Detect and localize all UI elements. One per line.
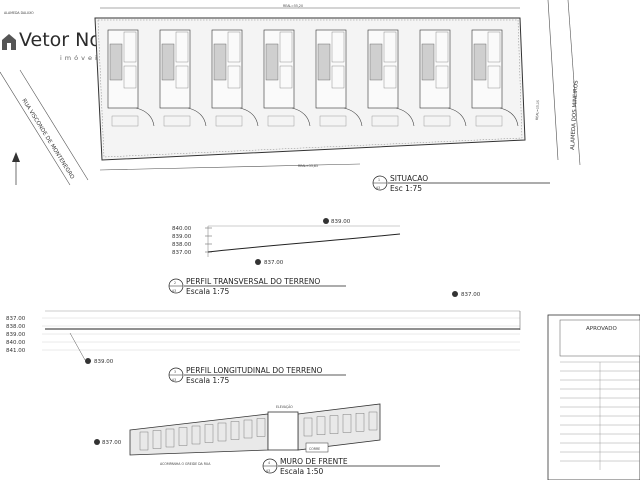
gate (267, 411, 299, 451)
section-tag: 3A3 PERFIL LONGITUDINAL DO TERRENOEscala … (168, 366, 346, 385)
svg-text:839.00: 839.00 (94, 359, 114, 365)
level-label: 838.00 (172, 242, 192, 248)
north-arrow-icon (12, 152, 20, 185)
section-sheet: A3 (172, 289, 176, 293)
wall-bottom-label: ACOMPANHA O GREIDE DA RUA (160, 462, 211, 466)
level-label: 839.00 (172, 234, 192, 240)
housing-unit (367, 29, 415, 127)
brand-tagline: imóveis (60, 54, 106, 62)
section-number: 1 (378, 178, 380, 182)
level-label: 839.00 (6, 332, 26, 338)
level-label: 838.00 (6, 324, 26, 330)
housing-unit (471, 29, 519, 127)
street-left-label: RUA VISCONDE DE MONTENEGRO (20, 98, 75, 181)
housing-unit (315, 29, 363, 127)
longitudinal-profile: 837.00 838.00 839.00 840.00 841.00 837.00 83… (6, 291, 521, 365)
level-label: 840.00 (6, 340, 26, 346)
top-measure: REAL=55,20 (283, 4, 303, 8)
housing-units (107, 29, 519, 127)
house-icon (2, 34, 16, 50)
title-block: APROVADO (547, 314, 640, 480)
bottom-measure: REAL=53,85 (298, 164, 318, 168)
corner-label: ALAMEDA DALUXO (4, 11, 34, 15)
section-sheet: A3 (376, 186, 380, 190)
svg-text:837.00: 837.00 (102, 440, 122, 446)
housing-unit (263, 29, 311, 127)
level-label: 841.00 (6, 348, 26, 354)
housing-unit (211, 29, 259, 127)
street-right-label: ALAMEDA DOS MINEIROS (570, 80, 580, 150)
side-measure: REAL=15,15 (535, 100, 540, 120)
housing-unit (159, 29, 207, 127)
terrain-line-transversal (207, 233, 401, 253)
section-scale: Escala 1:75 (186, 376, 229, 385)
site-plan: REAL=55,20 REAL=53,85 RUA VISCONDE DE MO… (0, 0, 581, 186)
level-marker-low: 837.00 (255, 259, 284, 266)
approved-label: APROVADO (586, 326, 618, 332)
level-label: 837.00 (6, 316, 26, 322)
section-number: 3 (174, 370, 176, 374)
front-wall-elevation: ELEVAÇÃO CORRE ACOMPANHA O GREIDE DA RUA… (94, 403, 381, 466)
section-scale: Escala 1:75 (186, 287, 229, 296)
gate-label: CORRE (309, 447, 320, 451)
level-label: 840.00 (172, 226, 192, 232)
svg-text:837.00: 837.00 (264, 260, 284, 266)
housing-unit (107, 29, 155, 127)
transversal-profile: 840.00 839.00 838.00 837.00 839.00 837.00 (172, 218, 401, 266)
housing-unit (419, 29, 467, 127)
level-label: 837.00 (172, 250, 192, 256)
section-scale: Esc 1:75 (390, 184, 422, 193)
level-marker-long-low: 839.00 (85, 358, 114, 365)
level-marker-high: 839.00 (323, 218, 351, 225)
wall-top-label: ELEVAÇÃO (276, 404, 293, 409)
section-number: 2 (174, 281, 176, 285)
wall-level-marker: 837.00 (94, 439, 122, 446)
section-number: 4 (268, 461, 270, 465)
section-title: MURO DE FRENTE (280, 457, 348, 466)
section-title: PERFIL LONGITUDINAL DO TERRENO (186, 366, 323, 375)
svg-text:837.00: 837.00 (461, 292, 481, 298)
section-sheet: A3 (172, 378, 176, 382)
svg-text:839.00: 839.00 (331, 219, 351, 225)
section-sheet: A3 (266, 469, 270, 473)
section-scale: Escala 1:50 (280, 467, 323, 476)
section-title: SITUACAO (390, 174, 428, 183)
section-title: PERFIL TRANSVERSAL DO TERRENO (186, 277, 320, 286)
level-marker-long-high: 837.00 (452, 291, 481, 298)
